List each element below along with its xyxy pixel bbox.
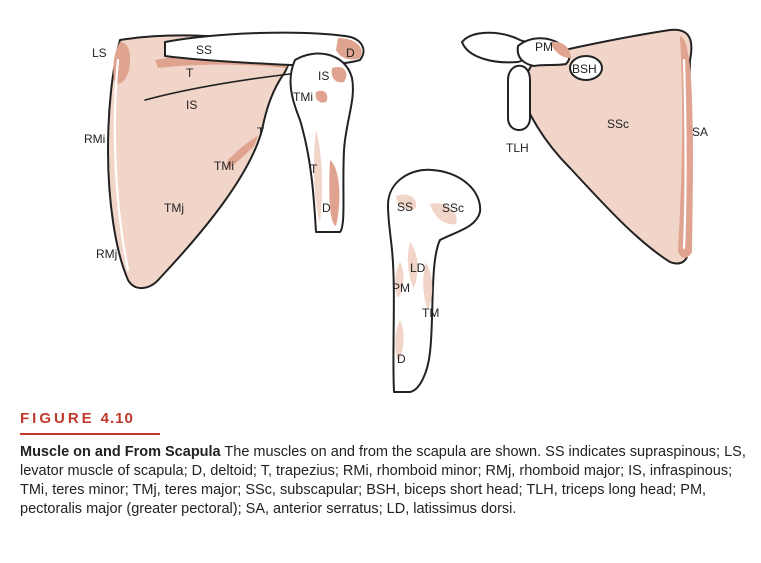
label-pm-humerus: PM bbox=[392, 281, 410, 295]
medial-border-highlight bbox=[113, 58, 130, 272]
label-t-spine: T bbox=[186, 66, 194, 80]
lateral-border-highlight bbox=[682, 58, 687, 250]
label-ss-humerus: SS bbox=[397, 200, 413, 214]
label-ssc-scapula: SSc bbox=[607, 117, 629, 131]
lateral-humerus bbox=[289, 52, 354, 233]
posterior-scapula-body bbox=[107, 34, 296, 289]
label-tmi-scapula: TMi bbox=[214, 159, 234, 173]
caption-divider bbox=[20, 433, 160, 435]
label-d-lower: D bbox=[397, 352, 406, 366]
caption-title: Muscle on and From Scapula bbox=[20, 444, 221, 460]
anterior-humerus-shaft bbox=[387, 168, 482, 393]
scapular-spine-line bbox=[144, 73, 291, 101]
figure-label: FIGURE 4.10 bbox=[20, 410, 750, 427]
deltoid-acromion-attachment bbox=[336, 38, 362, 60]
deltoid-humerus-attachment bbox=[395, 320, 404, 362]
label-pm-coracoid: PM bbox=[535, 40, 553, 54]
figure-word: FIGURE bbox=[20, 410, 95, 427]
label-tmj-scapula: TMj bbox=[164, 201, 184, 215]
triceps-long-head-origin bbox=[507, 64, 531, 131]
anterior-humerus bbox=[387, 168, 482, 393]
figure-number: 4.10 bbox=[100, 410, 134, 427]
scapula-muscle-diagram: SS LS T D IS IS TMi T RMi TMi T TMj D RM… bbox=[84, 28, 708, 393]
label-tlh: TLH bbox=[506, 141, 529, 155]
label-t-acromion: T bbox=[257, 125, 265, 139]
diagram-labels: SS LS T D IS IS TMi T RMi TMi T TMj D RM… bbox=[84, 40, 708, 366]
label-tmi-humerus: TMi bbox=[293, 90, 313, 104]
latissimus-dorsi-attachment bbox=[407, 242, 418, 288]
infraspinatus-humerus-attachment bbox=[331, 66, 347, 83]
pectoralis-major-attachment bbox=[395, 262, 404, 298]
anterior-scapula bbox=[461, 28, 693, 265]
subscapularis-humerus-attachment bbox=[430, 203, 457, 225]
teres-shaft-attachment bbox=[313, 130, 323, 222]
label-ls: LS bbox=[92, 46, 107, 60]
teres-minor-attachment bbox=[226, 136, 258, 170]
supraspinatus-humerus-attachment bbox=[396, 194, 417, 210]
figure-caption: FIGURE 4.10 Muscle on and From Scapula Th… bbox=[20, 410, 750, 519]
label-is-humerus: IS bbox=[318, 69, 329, 83]
caption-text: Muscle on and From Scapula The muscles o… bbox=[20, 443, 750, 519]
label-ss-posterior: SS bbox=[196, 43, 212, 57]
label-ld: LD bbox=[410, 261, 426, 275]
deltoid-tuberosity bbox=[329, 160, 340, 226]
label-bsh: BSH bbox=[572, 62, 597, 76]
biceps-short-head-origin bbox=[569, 55, 603, 81]
label-sa: SA bbox=[692, 125, 708, 139]
label-tm: TM bbox=[422, 306, 439, 320]
teres-major-attachment bbox=[423, 262, 433, 310]
pectoralis-coracoid-attachment bbox=[550, 41, 571, 58]
label-d-humerus: D bbox=[322, 201, 331, 215]
caption-body: The muscles on and from the scapula are … bbox=[20, 444, 746, 517]
teres-minor-humerus-attachment bbox=[315, 90, 328, 103]
label-rmi: RMi bbox=[84, 132, 105, 146]
label-is-scapula: IS bbox=[186, 98, 197, 112]
label-t-humerus: T bbox=[310, 162, 318, 176]
posterior-scapula bbox=[107, 31, 365, 289]
label-rmj: RMj bbox=[96, 247, 117, 261]
label-d-acromion: D bbox=[346, 46, 355, 60]
label-ssc-humerus: SSc bbox=[442, 201, 464, 215]
